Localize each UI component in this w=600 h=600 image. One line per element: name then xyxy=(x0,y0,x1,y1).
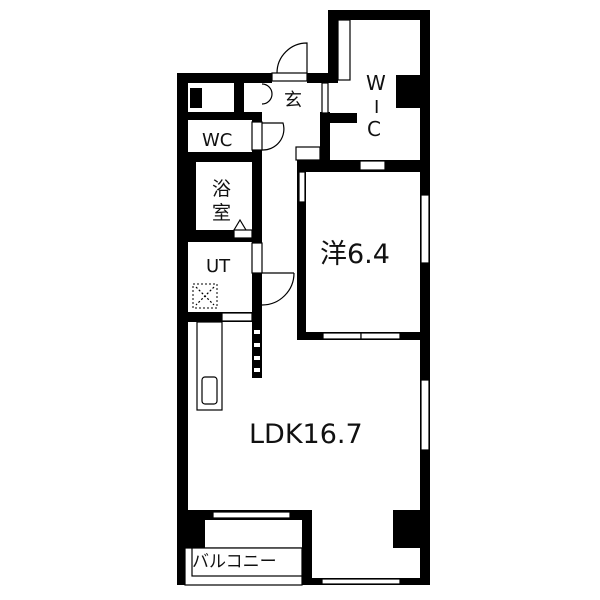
wic-label-w: W xyxy=(366,71,386,95)
bath-label-2: 室 xyxy=(212,202,231,224)
utility-label: UT xyxy=(206,256,231,277)
room-labels: 玄 W I C WC 浴 室 UT 洋6.4 LDK16.7 バルコニー xyxy=(192,71,390,572)
western-room-label: 洋6.4 xyxy=(320,239,390,270)
ldk-label: LDK16.7 xyxy=(249,419,363,450)
bath-label-1: 浴 xyxy=(212,178,231,200)
doors xyxy=(261,42,308,306)
windows-and-fixtures xyxy=(184,19,430,586)
wic-label-c: C xyxy=(367,117,381,141)
entrance-label: 玄 xyxy=(284,90,302,111)
wic-label-i: I xyxy=(374,97,379,118)
walls xyxy=(177,10,430,585)
balcony-label: バルコニー xyxy=(192,552,277,572)
wc-label: WC xyxy=(202,130,232,151)
